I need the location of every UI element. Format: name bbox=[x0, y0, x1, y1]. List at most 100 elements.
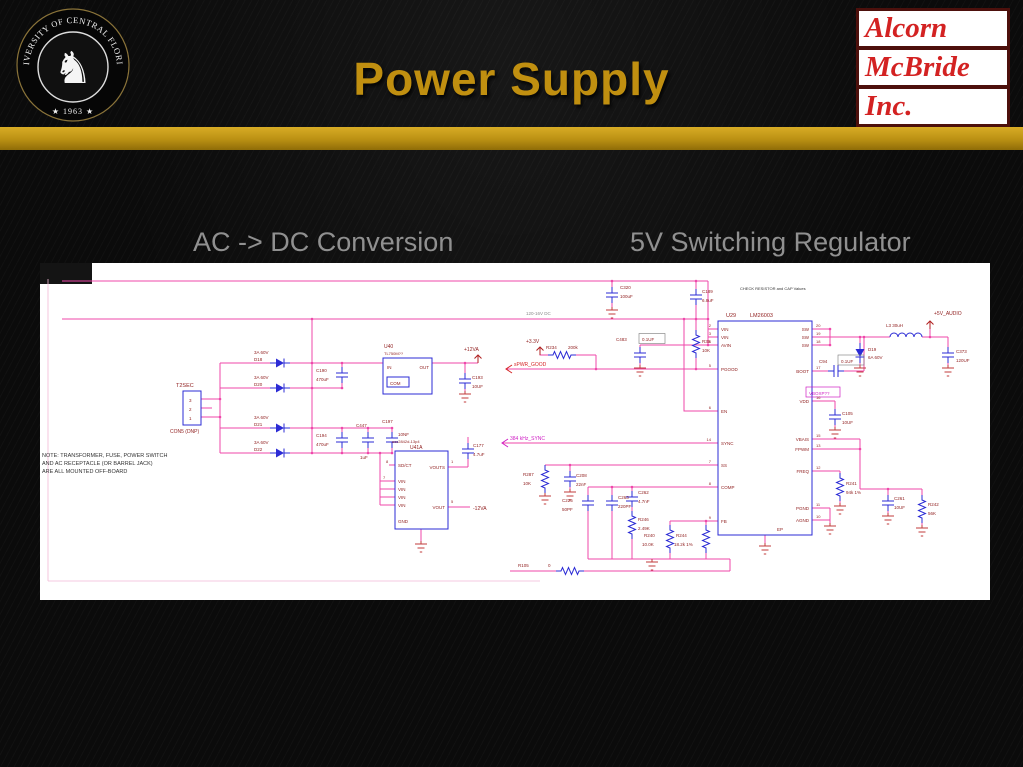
power-arrow-symbol bbox=[474, 354, 482, 364]
schematic-label: FB bbox=[721, 519, 727, 524]
schematic-label: FPWM bbox=[795, 447, 809, 452]
schematic-label: 10 bbox=[816, 514, 821, 519]
schematic-label: 3 bbox=[189, 398, 192, 403]
schematic-label: 3 bbox=[709, 331, 712, 336]
schematic-label: 10UF bbox=[894, 505, 905, 510]
ucf-seal-logo: UNIVERSITY OF CENTRAL FLORIDA ♞ ★ 1963 ★ bbox=[8, 5, 130, 122]
schematic-label: 3A 60V bbox=[254, 375, 269, 380]
schematic-label: C94 bbox=[819, 359, 828, 364]
caption-ac-dc-conversion: AC -> DC Conversion bbox=[193, 227, 454, 257]
diode-symbol bbox=[855, 342, 865, 364]
schematic-label: C373 bbox=[956, 349, 967, 354]
ground-symbol bbox=[758, 542, 772, 555]
schematic-label: 220PF bbox=[618, 504, 632, 509]
gold-divider-bar bbox=[0, 127, 1023, 150]
capacitor-symbol bbox=[605, 494, 619, 512]
resistor-symbol bbox=[918, 494, 926, 524]
schematic-label: U40 bbox=[384, 344, 393, 350]
schematic-label: 10K bbox=[702, 348, 710, 353]
schematic-label: 10UF bbox=[472, 384, 483, 389]
capacitor-symbol bbox=[633, 346, 647, 364]
schematic-label: 5 bbox=[709, 363, 712, 368]
ground-symbol bbox=[414, 540, 428, 553]
schematic-label: 14 bbox=[707, 437, 712, 442]
schematic-label: ucc2842d-13p4 bbox=[392, 439, 420, 444]
schematic-label: 4 bbox=[709, 339, 712, 344]
alcorn-mcbride-logo: Alcorn McBride Inc. bbox=[856, 8, 1010, 127]
resistor-symbol bbox=[692, 329, 700, 359]
schematic-label: U41A bbox=[410, 445, 423, 451]
ground-symbol bbox=[881, 512, 895, 525]
schematic-label: AND AC RECEPTACLE (OR BARREL JACK) bbox=[42, 461, 153, 467]
junction-dots bbox=[218, 279, 932, 523]
ground-symbol bbox=[915, 524, 929, 537]
schematic-label: 120UF bbox=[956, 358, 970, 363]
schematic-label: PGND bbox=[796, 506, 810, 511]
schematic-label: R244 bbox=[676, 533, 687, 538]
schematic-label: 4.7nF bbox=[638, 499, 650, 504]
inductor-symbol bbox=[889, 332, 923, 338]
schematic-label: 22nF bbox=[576, 482, 587, 487]
schematic-label: D18 bbox=[254, 357, 263, 362]
schematic-label: SS bbox=[721, 463, 727, 468]
schematic-label: 10NF bbox=[398, 432, 409, 437]
capacitor-symbol bbox=[605, 286, 619, 304]
resistor-symbol bbox=[836, 472, 844, 502]
schematic-label: ARE ALL MOUNTED OFF-BOARD bbox=[42, 469, 127, 475]
schematic-label: VIN bbox=[398, 479, 406, 484]
schematic-label: R39 bbox=[702, 339, 711, 344]
schematic-label: VBAIS bbox=[796, 437, 809, 442]
schematic-label: D19 bbox=[868, 347, 877, 352]
schematic-label: sPWR_GOOD bbox=[514, 362, 547, 368]
schematic-label: SW bbox=[802, 335, 810, 340]
schematic-label: +3.3V bbox=[526, 339, 540, 345]
schematic-label: 19 bbox=[816, 331, 821, 336]
schematic-label: -12VA bbox=[473, 506, 487, 512]
capacitor-symbol bbox=[458, 372, 472, 390]
schematic-label: 12 bbox=[816, 465, 821, 470]
schematic-label: PGOOD bbox=[721, 367, 739, 372]
schematic-label: EN bbox=[721, 409, 727, 414]
schematic-label: 9 bbox=[709, 515, 712, 520]
schematic-wires bbox=[62, 280, 949, 572]
schematic-label: 1 bbox=[189, 416, 192, 421]
schematic-label: +5V_AUDIO bbox=[934, 311, 962, 317]
schematic-label: EP bbox=[777, 527, 783, 532]
schematic-label: C225 bbox=[562, 498, 573, 503]
schematic-label: R242 bbox=[928, 502, 939, 507]
schematic-label: 15 bbox=[816, 433, 821, 438]
schematic-label: C197 bbox=[382, 419, 393, 424]
schematic-label: C262 bbox=[638, 490, 649, 495]
schematic-label: 6 bbox=[709, 405, 712, 410]
schematic-label: D20 bbox=[254, 382, 263, 387]
caption-5v-switching-regulator: 5V Switching Regulator bbox=[630, 227, 911, 257]
schematic-label: C105 bbox=[842, 411, 853, 416]
resistor-symbol bbox=[628, 510, 636, 540]
schematic-label: CON5 (DNP) bbox=[170, 429, 200, 435]
schematic-label: 94k 1% bbox=[846, 490, 861, 495]
schematic-label: D22 bbox=[254, 447, 263, 452]
schematic-label: 1uF bbox=[360, 455, 368, 460]
schematic-label: 5 bbox=[451, 499, 454, 504]
schematic-label: C320 bbox=[620, 285, 631, 290]
schematic-label: GND bbox=[398, 519, 409, 524]
schematic-label: R241 bbox=[846, 481, 857, 486]
schematic-label: VIN bbox=[398, 495, 406, 500]
schematic-label: R105 bbox=[518, 563, 529, 568]
ground-symbol bbox=[823, 522, 837, 535]
schematic-label: SW bbox=[802, 343, 810, 348]
schematic-label: 8 bbox=[386, 459, 389, 464]
ic-u29-box bbox=[717, 320, 813, 536]
capacitor-symbol bbox=[689, 288, 703, 306]
alcorn-logo-line-3: Inc. bbox=[865, 90, 913, 122]
schematic-label: SW bbox=[802, 327, 810, 332]
schematic-label: NOTE: TRANSFORMER, FUSE, POWER SWITCH bbox=[42, 453, 168, 459]
ic-boxes bbox=[182, 320, 813, 536]
schematic-label: C193 bbox=[472, 375, 483, 380]
schematic-label: VIN bbox=[398, 487, 406, 492]
schematic-label: R234 bbox=[546, 345, 557, 350]
schematic-label: 2 bbox=[189, 407, 192, 412]
schematic-label: VIN bbox=[721, 327, 729, 332]
schematic-label: 17 bbox=[816, 365, 821, 370]
schematic-label: 0 bbox=[548, 563, 551, 568]
